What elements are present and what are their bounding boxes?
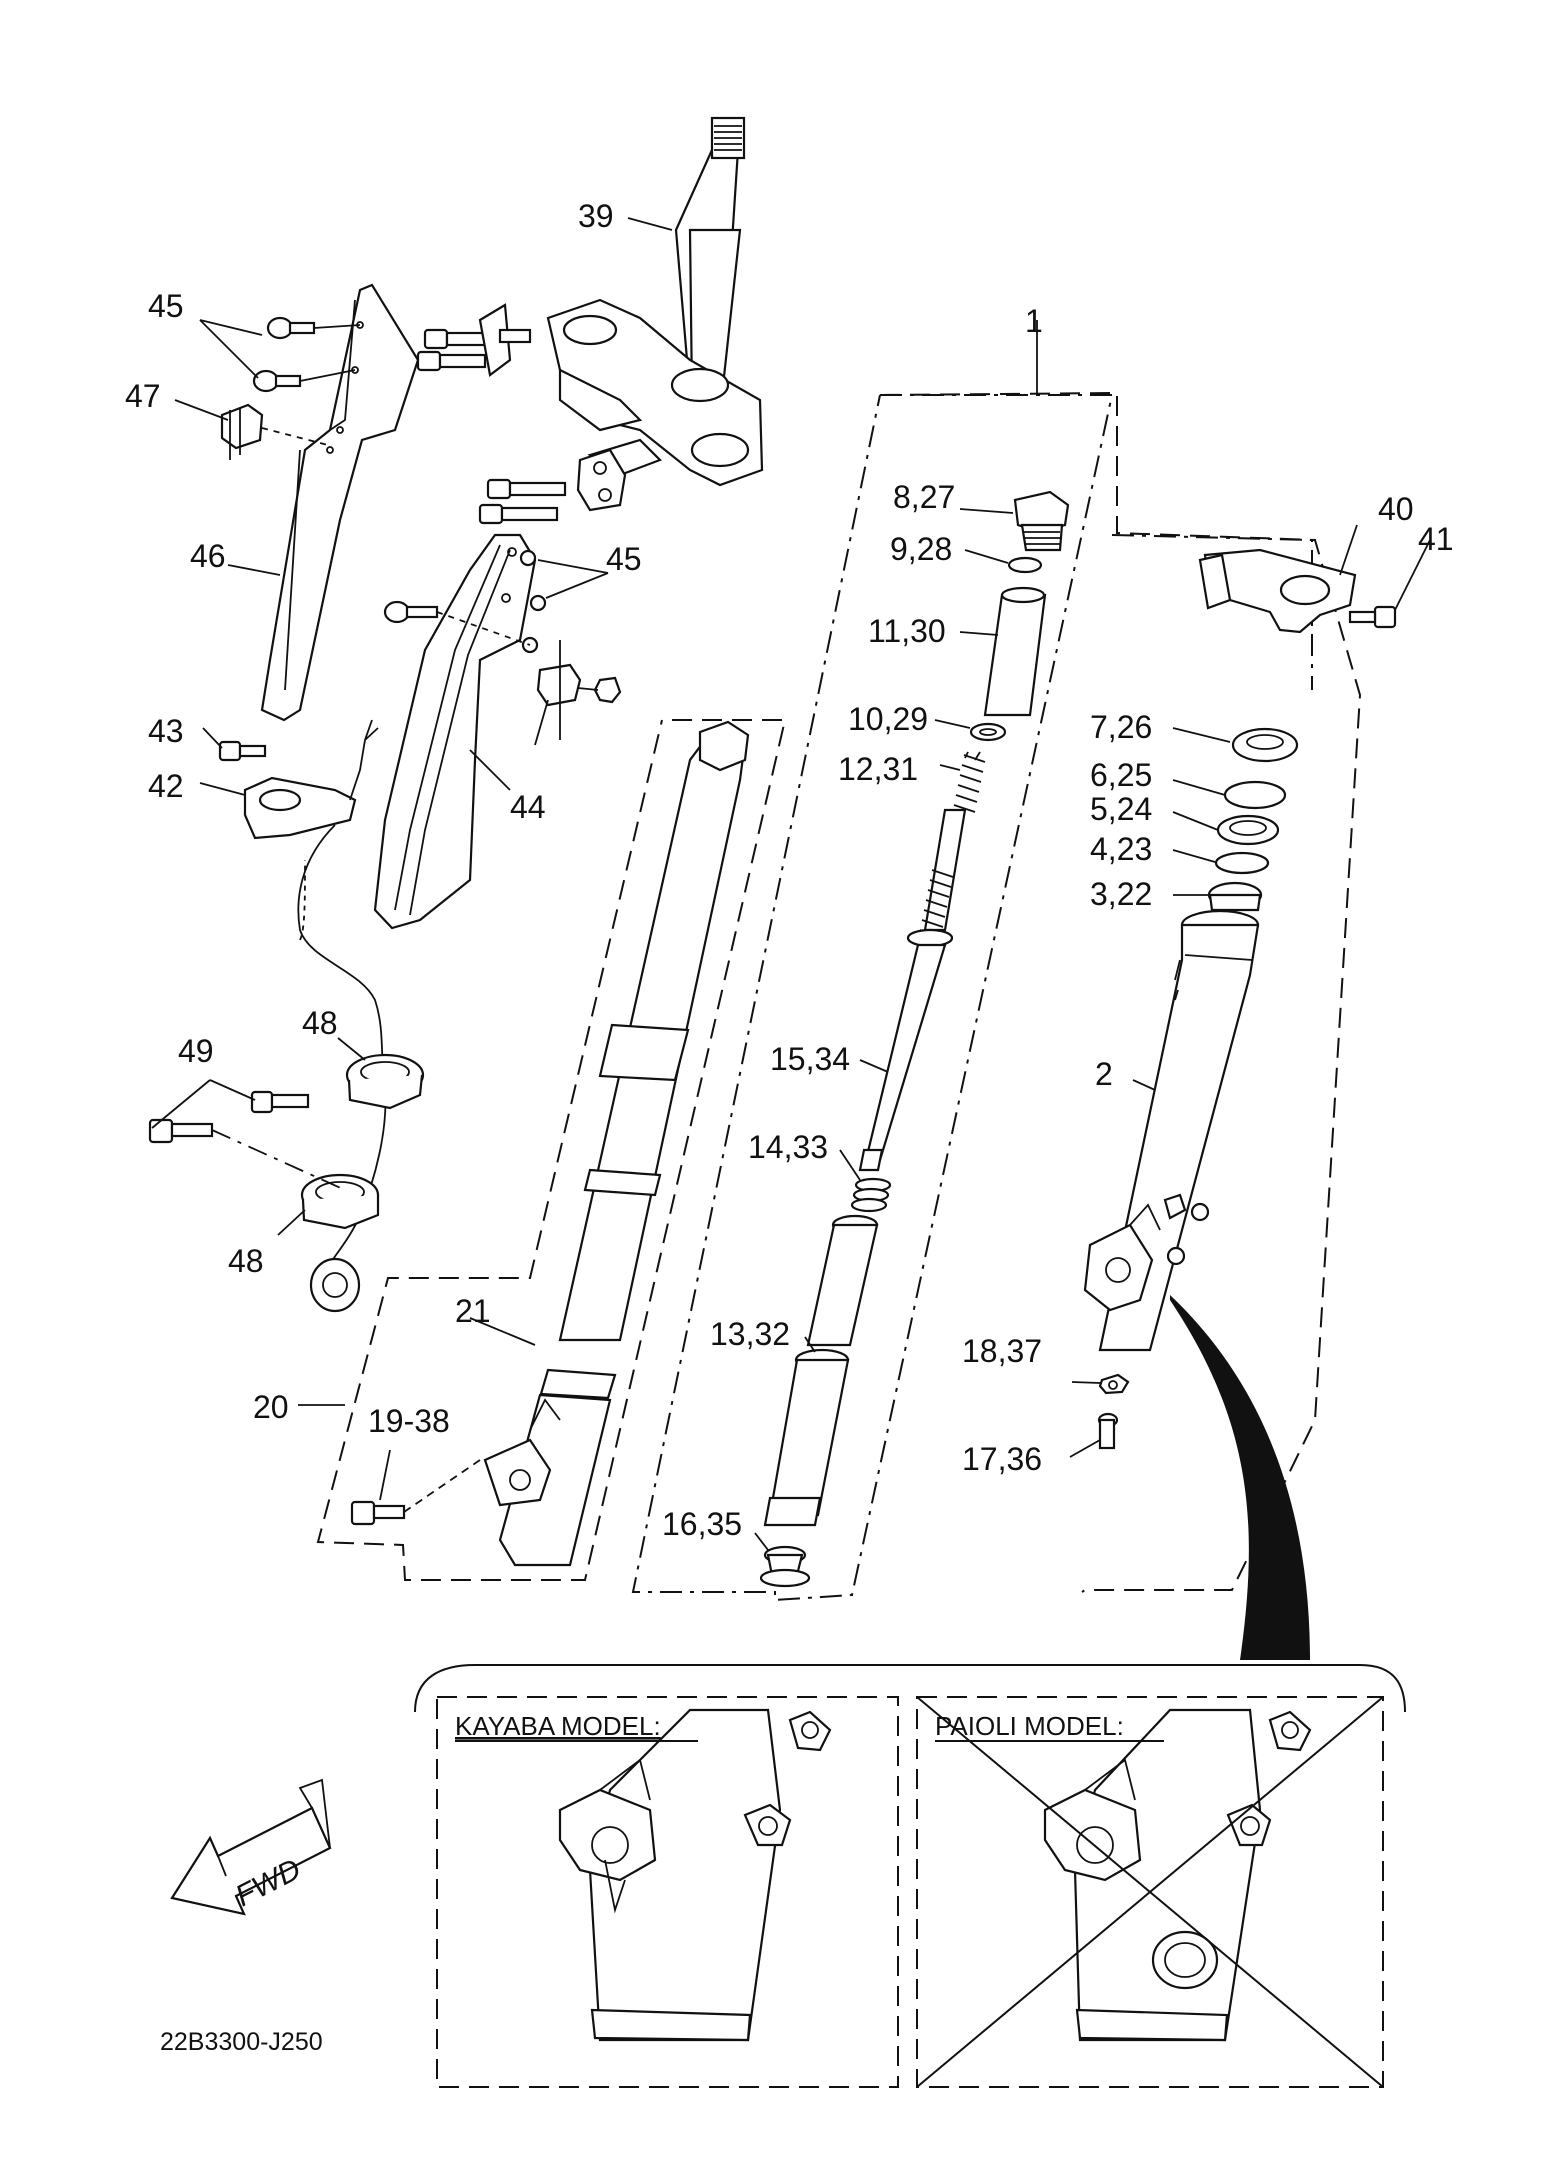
collar-16-35 <box>759 1545 811 1588</box>
group-box-1-inner <box>631 394 1114 1602</box>
hose-clamp-48-upper <box>345 1053 425 1110</box>
callout-48-lower: 48 <box>228 1243 264 1279</box>
callout-39: 39 <box>578 198 614 234</box>
fwd-arrow-icon <box>170 1778 332 1916</box>
kayaba-box <box>436 1696 899 2088</box>
bolt-49-short <box>250 1090 310 1114</box>
callout-49: 49 <box>178 1033 214 1069</box>
callout-20: 20 <box>253 1389 289 1425</box>
washer-10-29 <box>969 722 1007 742</box>
inner-tube-21 <box>483 720 750 1567</box>
callout-13-32: 13,32 <box>710 1316 790 1352</box>
piece-13-32-lower <box>763 1348 850 1527</box>
callout-10-29: 10,29 <box>848 701 928 737</box>
bolt-17-36 <box>1097 1412 1119 1450</box>
kayaba-model-label: KAYABA MODEL: <box>455 1711 661 1741</box>
spring-12-31 <box>919 751 986 938</box>
seal-7-26 <box>1231 727 1299 763</box>
group-box-20 <box>316 719 787 1581</box>
callout-47: 47 <box>125 378 161 414</box>
callout-41: 41 <box>1418 521 1454 557</box>
callout-18-37: 18,37 <box>962 1333 1042 1369</box>
washer-18-37 <box>1098 1373 1130 1395</box>
callout-16-35: 16,35 <box>662 1506 742 1542</box>
callout-40: 40 <box>1378 491 1414 527</box>
callout-43: 43 <box>148 713 184 749</box>
outer-tube-2 <box>1083 909 1260 1352</box>
callout-5-24: 5,24 <box>1090 791 1152 827</box>
callout-labels: 39 45 47 46 45 44 43 42 48 49 48 21 20 1… <box>125 198 1454 1542</box>
callout-6-25: 6,25 <box>1090 757 1152 793</box>
callout-46: 46 <box>190 538 226 574</box>
paioli-cross-2 <box>916 1696 1384 2088</box>
fork-guard-44 <box>373 533 537 930</box>
callout-1: 1 <box>1025 303 1043 339</box>
bolt-41 <box>1348 605 1397 629</box>
clamp-bolts-upper <box>416 303 532 377</box>
callout-45-left: 45 <box>148 288 184 324</box>
piece-13-32-upper <box>806 1214 879 1347</box>
callout-14-33: 14,33 <box>748 1129 828 1165</box>
paioli-fork-detail <box>1043 1708 1312 2042</box>
fork-guard-46 <box>260 283 420 722</box>
leader-lines <box>151 217 1431 1551</box>
clip-47 <box>220 403 329 460</box>
callout-11-30: 11,30 <box>868 613 946 649</box>
paioli-box <box>916 1696 1384 2088</box>
bolt-guard-mount <box>383 600 531 646</box>
paioli-model-label: PAIOLI MODEL: <box>935 1711 1124 1741</box>
screws-45-left <box>252 316 361 393</box>
callout-48-upper: 48 <box>302 1005 338 1041</box>
bolt-19-38 <box>350 1459 481 1526</box>
bushing-3-22 <box>1207 881 1263 912</box>
callout-44: 44 <box>510 789 546 825</box>
callout-2: 2 <box>1095 1056 1113 1092</box>
callout-12-31: 12,31 <box>838 751 918 787</box>
cable-guide-42 <box>243 719 379 840</box>
cap-bolt-8-27 <box>1013 490 1070 552</box>
o-ring-9-28 <box>1007 556 1043 574</box>
callout-7-26: 7,26 <box>1090 709 1152 745</box>
spacer-11-30 <box>983 586 1047 717</box>
bolt-43 <box>218 740 267 762</box>
washer-4-23 <box>1214 851 1270 875</box>
spring-14-33 <box>850 1177 892 1213</box>
kayaba-fork-detail <box>558 1708 832 2042</box>
callout-15-34: 15,34 <box>770 1041 850 1077</box>
callout-21: 21 <box>455 1293 491 1329</box>
hose-end-fitting <box>309 1257 361 1313</box>
callout-42: 42 <box>148 768 184 804</box>
handlebar-holder-40 <box>1198 548 1357 634</box>
callout-3-22: 3,22 <box>1090 876 1152 912</box>
callout-4-23: 4,23 <box>1090 831 1152 867</box>
steering-stem-39 <box>674 116 746 397</box>
callout-19-38: 19-38 <box>368 1403 450 1439</box>
damper-rod-15-34 <box>858 928 954 1172</box>
seal-5-24 <box>1216 814 1280 846</box>
group-box-1-outer <box>879 391 1362 1593</box>
detail-pointer <box>1170 1295 1310 1660</box>
callout-9-28: 9,28 <box>890 531 952 567</box>
clip-6-25 <box>1223 780 1287 810</box>
callout-17-36: 17,36 <box>962 1441 1042 1477</box>
callout-45-right: 45 <box>606 541 642 577</box>
hose-clamp-48-lower <box>300 1173 380 1230</box>
inset-bracket <box>414 1664 1406 1713</box>
group-box-40 <box>1111 534 1313 690</box>
clip-nut-assembly <box>534 640 622 746</box>
diagram-code: 22B3300-J250 <box>160 2028 323 2056</box>
screws-45-right <box>519 549 547 654</box>
under-bracket <box>546 298 764 487</box>
callout-8-27: 8,27 <box>893 479 955 515</box>
clamp-bolts-lower <box>478 448 627 525</box>
